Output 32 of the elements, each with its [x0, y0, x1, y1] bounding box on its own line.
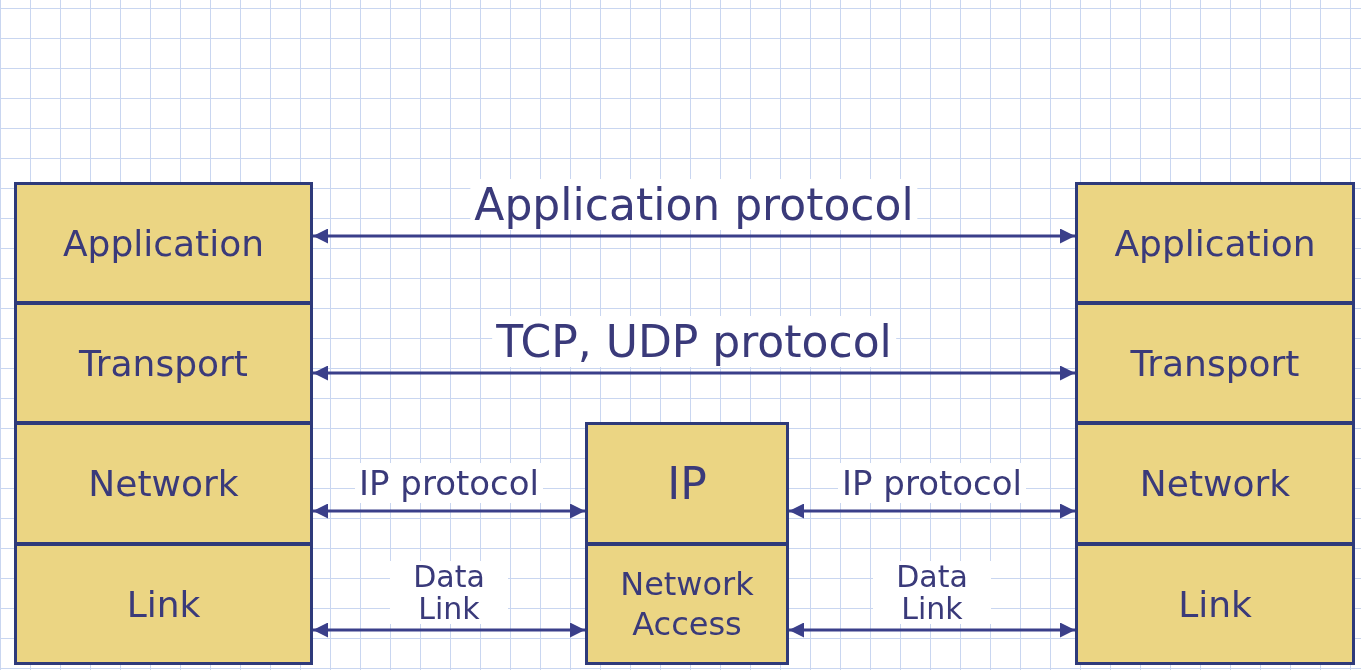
layer-box	[14, 302, 313, 424]
edge-label: IP protocol	[355, 463, 543, 503]
layer-name: Link	[126, 582, 201, 627]
edge-label: TCP, UDP protocol	[492, 316, 896, 367]
layer-name: Application	[62, 221, 265, 266]
layer-name: Application	[1114, 221, 1316, 266]
double-arrow	[789, 622, 1075, 638]
layer-box	[14, 543, 313, 665]
layer-name: Network	[88, 462, 239, 506]
layer-box	[1075, 182, 1355, 304]
edge-label: Application protocol	[470, 179, 918, 230]
edge-label: Data Link	[390, 561, 508, 624]
double-arrow	[789, 503, 1075, 519]
layer-name: Network Access	[619, 564, 755, 644]
layer-name: Transport	[79, 341, 248, 386]
double-arrow	[313, 228, 1075, 244]
double-arrow	[313, 503, 585, 519]
layer-name: Transport	[1130, 341, 1300, 386]
layer-box	[1075, 422, 1355, 545]
layer-box	[14, 182, 313, 304]
layer-box	[14, 422, 313, 545]
layer-name: Network	[1139, 462, 1291, 506]
double-arrow	[313, 622, 585, 638]
layer-box	[1075, 302, 1355, 424]
double-arrow	[313, 365, 1075, 381]
edge-label: Data Link	[873, 561, 991, 624]
layer-box	[1075, 543, 1355, 665]
layer-box	[585, 422, 789, 545]
edge-label: IP protocol	[838, 463, 1026, 503]
layer-name: IP	[666, 457, 708, 511]
layer-name: Link	[1178, 582, 1252, 627]
layer-box	[585, 543, 789, 665]
